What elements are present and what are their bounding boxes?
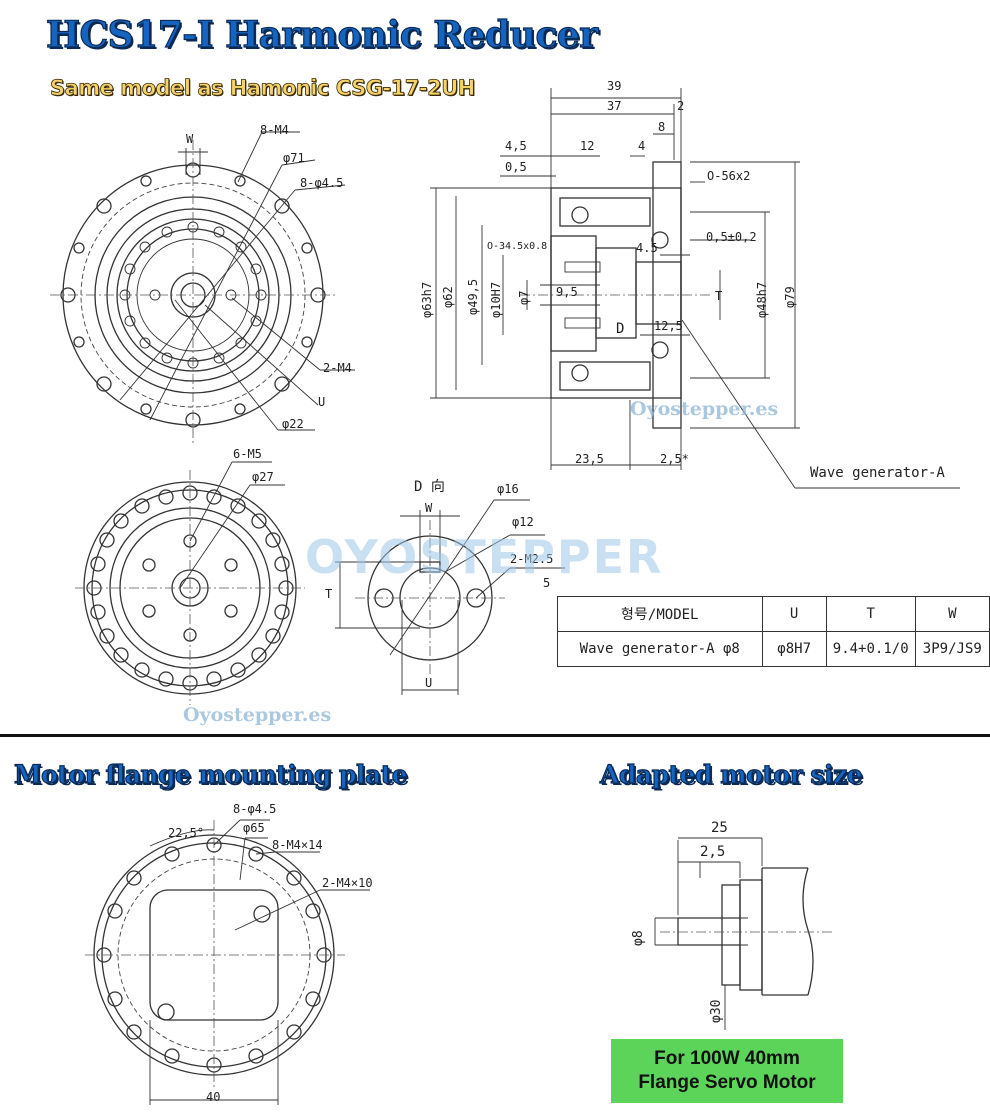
back-m5-label: 6-M5 [233,447,262,461]
side-d48-label: φ48h7 [755,281,769,318]
side-8-label: 8 [658,120,666,134]
motor-2-5-label: 2,5 [700,844,726,860]
table-cell-t: 9.4+0.1/0 [825,631,916,667]
side-tol-label: 0,5±0,2 [706,230,757,244]
flange-holes-label: 8-φ4.5 [233,802,277,816]
d-view-m25-label: 2-M2.5 [510,552,554,566]
d-view-u-label: U [425,676,433,690]
side-section-drawing [430,88,960,489]
table-cell-model: Wave generator-A φ8 [557,631,763,667]
front-w-label: W [186,132,194,146]
side-oring2-label: O-34.5x0.8 [487,241,548,252]
side-37-label: 37 [607,99,622,113]
front-d22-label: φ22 [282,417,304,431]
section-divider [0,734,990,737]
side-2-5-label: 2,5* [660,452,689,466]
table-header-u: U [761,596,827,632]
side-d495-label: φ49,5 [466,278,480,315]
side-d10-label: φ10H7 [489,281,503,318]
wave-generator-label: Wave generator-A [810,465,945,481]
watermark-url-1: Oyostepper.es [630,398,779,420]
motor-badge-line2: Flange Servo Motor [638,1072,816,1093]
table-header-w: W [914,596,990,632]
side-12-5-label: 12,5 [654,319,683,333]
side-d62-label: φ62 [441,286,455,308]
side-d79-label: φ79 [783,286,797,308]
front-d71-label: φ71 [283,151,305,165]
motor-badge: For 100W 40mm Flange Servo Motor [611,1039,843,1103]
watermark-brand: OYOSTEPPER [305,530,664,584]
front-u-label: U [318,395,326,409]
d-view-title: D 向 [414,479,445,495]
front-m4-2-label: 2-M4 [323,361,352,375]
flange-section-title: Motor flange mounting plate [13,759,408,789]
side-oring1-label: O-56x2 [707,169,751,183]
subtitle: Same model as Hamonic CSG-17-2UH [50,76,476,101]
motor-d8-label: φ8 [631,930,646,946]
side-0-5-label: 0,5 [505,160,527,174]
side-4-5-label: 4,5 [505,139,527,153]
d-view-depth-label: 5 [543,576,551,590]
motor-size-drawing [654,837,835,1030]
front-view-drawing [50,131,355,445]
side-2-label: 2 [677,99,685,113]
flange-m4x14-label: 8-M4×14 [272,838,323,852]
d-view-t-label: T [325,587,333,601]
motor-25-label: 25 [711,820,728,836]
side-9-5-label: 9,5 [556,285,578,299]
motor-d30-label: φ30 [709,999,724,1023]
flange-m4x10-label: 2-M4×10 [322,876,373,890]
back-d27-label: φ27 [252,470,274,484]
side-12-label: 12 [580,139,595,153]
side-d-label: D [616,321,625,337]
table-header-model: 형号/MODEL [557,596,763,632]
watermark-url-2: Oyostepper.es [183,704,332,726]
table-row: Wave generator-A φ8 φ8H7 9.4+0.1/0 3P9/J… [557,631,990,667]
flange-d65-label: φ65 [243,821,265,835]
table-cell-w: 3P9/JS9 [914,631,990,667]
main-title: HCS17-I Harmonic Reducer [45,13,598,56]
table-cell-u: φ8H7 [761,631,827,667]
front-d45-label: 8-φ4.5 [300,176,344,190]
front-m4-label: 8-M4 [260,123,289,137]
d-view-d16-label: φ16 [497,482,519,496]
flange-plate-drawing [85,819,370,1105]
flange-40-label: 40 [206,1090,221,1104]
table-header-t: T [825,596,916,632]
d-view-d12-label: φ12 [512,515,534,529]
side-d7-label: φ7 [517,290,531,305]
d-view-w-label: W [425,501,433,515]
side-39-label: 39 [607,79,622,93]
side-d63-label: φ63h7 [420,281,434,318]
flange-angle-label: 22,5° [168,826,205,840]
table-header-row: 형号/MODEL U T W [557,596,990,632]
side-4-label: 4 [638,139,646,153]
model-table: 형号/MODEL U T W Wave generator-A φ8 φ8H7 … [557,596,990,667]
motor-section-title: Adapted motor size [599,759,863,789]
side-t-label: T [715,289,723,303]
motor-badge-line1: For 100W 40mm [654,1048,800,1070]
side-4-5b-label: 4.5 [636,241,658,255]
back-view-drawing [75,461,305,705]
d-view-drawing [335,499,565,695]
side-23-5-label: 23,5 [575,452,604,466]
